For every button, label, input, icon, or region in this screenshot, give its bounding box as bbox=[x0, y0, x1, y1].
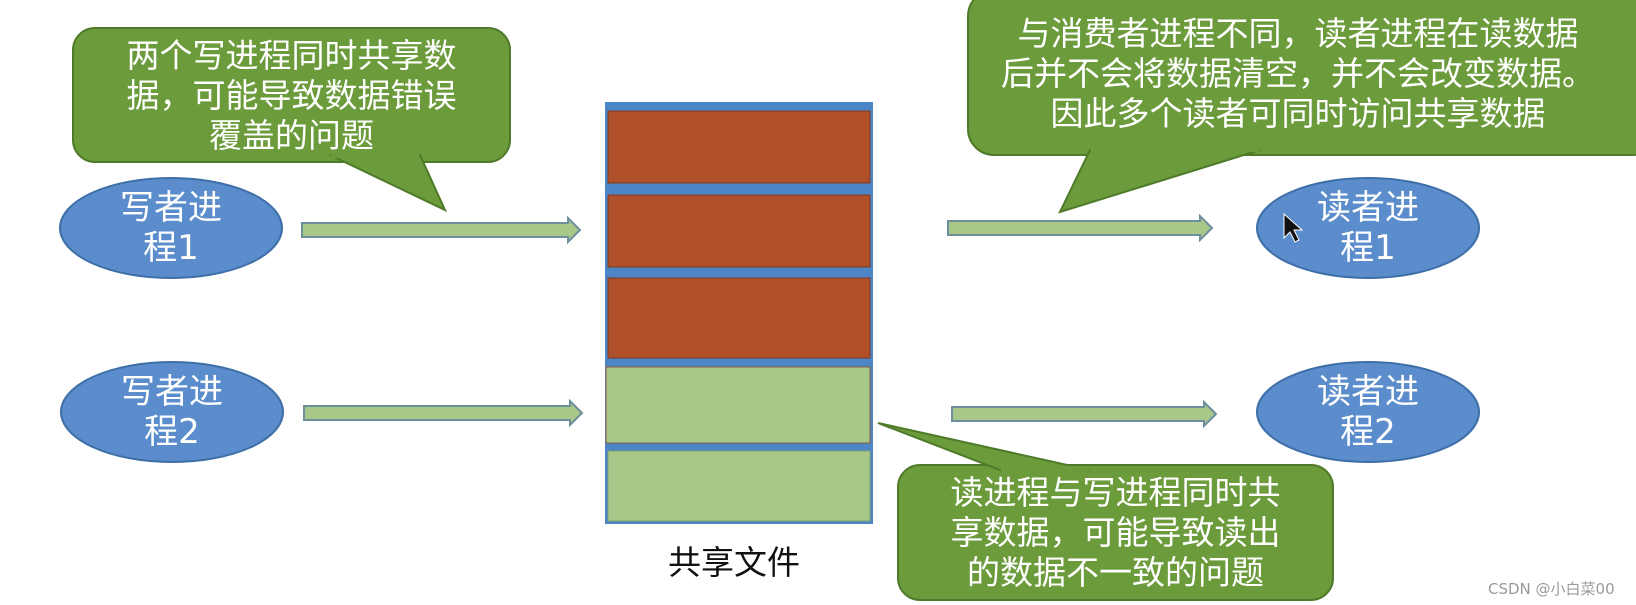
writer-process-1-label: 写者进 程1 bbox=[60, 188, 282, 268]
callout-read-write-conflict-line: 读进程与写进程同时共 bbox=[950, 473, 1281, 512]
file-block-1 bbox=[607, 110, 871, 184]
callout-readers-share bbox=[967, 0, 1636, 214]
callout-read-write-conflict-line: 享数据，可能导致读出 bbox=[950, 513, 1281, 552]
reader-process-2-shape bbox=[1256, 361, 1480, 463]
mouse-cursor-icon bbox=[1283, 212, 1304, 243]
file-block-4 bbox=[605, 366, 871, 444]
callout-read-write-conflict-line: 的数据不一致的问题 bbox=[967, 553, 1264, 592]
arrow-file-to-reader1 bbox=[947, 213, 1214, 243]
writer-process-1-line: 写者进 bbox=[120, 188, 222, 228]
reader-process-1-shape bbox=[1256, 177, 1480, 279]
watermark: CSDN @小白菜00 bbox=[1488, 580, 1615, 598]
callout-read-write-conflict-text: 读进程与写进程同时共 享数据，可能导致读出 的数据不一致的问题 bbox=[898, 473, 1333, 593]
reader-process-2-line: 读者进 bbox=[1317, 372, 1419, 412]
arrow-file-to-reader2 bbox=[951, 399, 1218, 429]
callout-readers-share-line: 与消费者进程不同，读者进程在读数据 bbox=[1017, 14, 1579, 53]
writer-process-2-label: 写者进 程2 bbox=[61, 372, 283, 452]
file-block-5 bbox=[607, 450, 871, 522]
file-block-3 bbox=[607, 277, 871, 359]
writer-process-1-shape bbox=[59, 177, 283, 279]
callout-writers-conflict-line: 据，可能导致数据错误 bbox=[126, 76, 457, 115]
shared-file-caption: 共享文件 bbox=[668, 543, 800, 582]
reader-process-1-label: 读者进 程1 bbox=[1257, 188, 1479, 268]
file-block-2 bbox=[607, 194, 871, 268]
callout-read-write-conflict bbox=[877, 422, 1334, 601]
writer-process-2-line: 写者进 bbox=[121, 372, 223, 412]
callout-readers-share-line: 因此多个读者可同时访问共享数据 bbox=[1050, 94, 1546, 133]
callout-writers-conflict-line: 覆盖的问题 bbox=[209, 116, 374, 155]
writer-process-2-line: 程2 bbox=[144, 412, 200, 452]
shared-file bbox=[605, 102, 873, 524]
reader-process-2-line: 程2 bbox=[1340, 412, 1396, 452]
reader-process-2-label: 读者进 程2 bbox=[1257, 372, 1479, 452]
arrow-writer2-to-file bbox=[303, 398, 584, 428]
callout-writers-conflict-text: 两个写进程同时共享数 据，可能导致数据错误 覆盖的问题 bbox=[73, 36, 510, 156]
writer-process-2-shape bbox=[60, 361, 284, 463]
callout-writers-conflict bbox=[72, 27, 511, 213]
writer-process-1-line: 程1 bbox=[143, 228, 199, 268]
arrow-writer1-to-file bbox=[301, 215, 582, 245]
callout-readers-share-line: 后并不会将数据清空，并不会改变数据。 bbox=[1001, 54, 1595, 93]
callout-readers-share-text: 与消费者进程不同，读者进程在读数据 后并不会将数据清空，并不会改变数据。 因此多… bbox=[968, 14, 1628, 134]
reader-process-1-line: 读者进 bbox=[1317, 188, 1419, 228]
reader-process-1-line: 程1 bbox=[1340, 228, 1396, 268]
callout-writers-conflict-line: 两个写进程同时共享数 bbox=[126, 36, 457, 75]
